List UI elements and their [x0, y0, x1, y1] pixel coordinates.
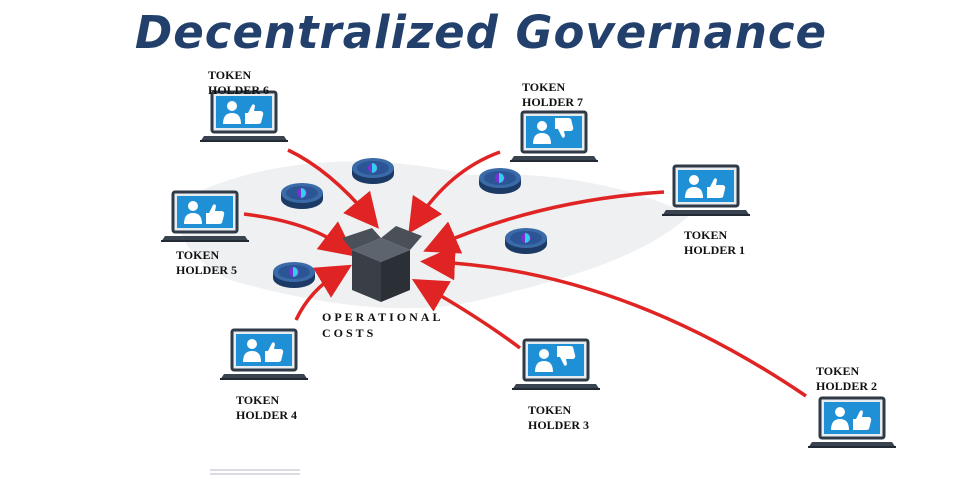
label-line: TOKEN	[208, 68, 252, 82]
arrow-holder-2	[420, 245, 807, 398]
label-line: TOKEN	[176, 248, 220, 262]
label-holder-4: TOKEN HOLDER 4	[236, 393, 297, 423]
label-holder-5: TOKEN HOLDER 5	[176, 248, 237, 278]
laptop-holder-6	[198, 90, 290, 144]
label-line: TOKEN	[684, 228, 728, 242]
page-title: Decentralized Governance	[134, 6, 828, 59]
coin-icon	[281, 183, 323, 209]
label-line: HOLDER 1	[684, 243, 746, 257]
label-line: HOLDER 4	[236, 408, 298, 422]
coin-icon	[352, 158, 394, 184]
background-shape	[177, 161, 690, 309]
label-holder-6: TOKEN HOLDER 6	[208, 68, 269, 98]
label-line: COSTS	[322, 326, 377, 340]
laptop-holder-7	[508, 110, 600, 164]
label-line: HOLDER 3	[528, 418, 590, 432]
label-line: HOLDER 6	[208, 83, 270, 97]
base-line	[210, 469, 300, 475]
label-line: HOLDER 2	[816, 379, 878, 393]
label-line: HOLDER 5	[176, 263, 238, 277]
label-holder-1: TOKEN HOLDER 1	[684, 228, 745, 258]
box-icon	[342, 226, 422, 302]
laptop-holder-2	[806, 396, 898, 450]
laptop-holder-3	[510, 338, 602, 392]
label-line: HOLDER 7	[522, 95, 584, 109]
label-line: TOKEN	[236, 393, 280, 407]
arrow-holder-6	[287, 148, 379, 229]
arrow-holder-1	[423, 190, 665, 254]
arrow-holder-3	[411, 279, 522, 350]
label-holder-2: TOKEN HOLDER 2	[816, 364, 877, 394]
laptop-holder-4	[218, 328, 310, 382]
coin-icon	[273, 262, 315, 288]
arrow-holder-7	[408, 150, 501, 234]
arrow-holder-4	[294, 264, 353, 321]
label-line: TOKEN	[528, 403, 572, 417]
label-line: TOKEN	[816, 364, 860, 378]
label-line: OPERATIONAL	[322, 310, 444, 324]
label-line: TOKEN	[522, 80, 566, 94]
coin-icon	[479, 168, 521, 194]
arrows-group	[243, 148, 807, 398]
coin-icon	[505, 228, 547, 254]
label-holder-3: TOKEN HOLDER 3	[528, 403, 589, 433]
operational-costs-label: OPERATIONAL COSTS	[322, 309, 443, 341]
label-holder-7: TOKEN HOLDER 7	[522, 80, 583, 110]
arrow-holder-5	[243, 212, 356, 257]
